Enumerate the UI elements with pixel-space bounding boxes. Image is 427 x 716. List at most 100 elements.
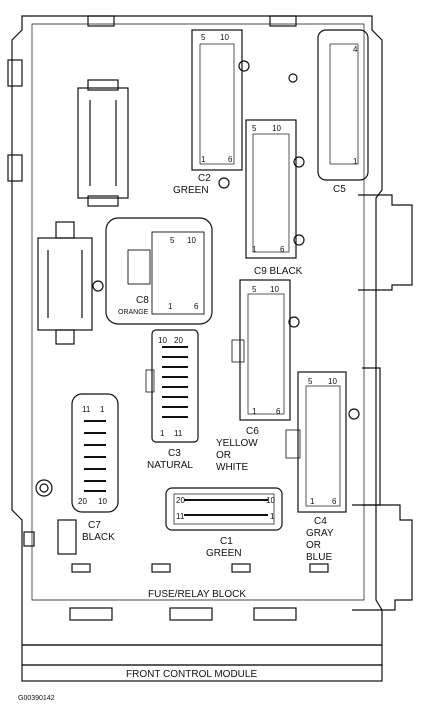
pin-rows <box>84 346 268 516</box>
slot <box>151 563 171 573</box>
relay-lower <box>37 237 93 331</box>
c2-color-label: GREEN <box>173 185 209 196</box>
c7-pin-label: 11 <box>82 405 91 414</box>
right-bracket <box>358 194 413 291</box>
c4-pin-label: 6 <box>332 497 337 506</box>
mount-hole <box>218 177 230 189</box>
c8-pin-label: 10 <box>187 236 196 245</box>
mount-hole <box>293 234 305 246</box>
c6-pin-label: 10 <box>270 285 279 294</box>
module-label: FRONT CONTROL MODULE <box>126 669 257 680</box>
mount-hole <box>293 156 305 168</box>
c1-label: C1 <box>220 536 233 547</box>
relay-lower-cap <box>55 221 75 239</box>
c4-pin-label: 5 <box>308 377 313 386</box>
connector-c4 <box>297 371 347 513</box>
c7-pin-label: 20 <box>78 497 87 506</box>
mount-hole <box>238 60 250 72</box>
c3-color-label: NATURAL <box>147 460 193 471</box>
connector-c3 <box>151 329 199 443</box>
side-tab-left <box>7 59 23 87</box>
c7-label: C7 <box>88 520 101 531</box>
c4-color-label: BLUE <box>306 552 332 563</box>
c2-pin-label: 6 <box>228 155 233 164</box>
connector-c2 <box>191 29 243 171</box>
mount-hole <box>348 408 360 420</box>
module-base <box>21 644 383 666</box>
slot <box>231 563 251 573</box>
c8-pin-label: 6 <box>194 302 199 311</box>
top-clip <box>87 15 115 27</box>
c7-color-label: BLACK <box>82 532 115 543</box>
c8-label: C8 <box>136 295 149 306</box>
c9-pin-label: 1 <box>252 245 257 254</box>
mount-hole <box>92 280 104 292</box>
top-clip <box>269 15 297 27</box>
connector-c1 <box>165 487 283 531</box>
c4-color-label: GRAY <box>306 528 334 539</box>
c9-pin-label: 6 <box>280 245 285 254</box>
c7-pin-label: 1 <box>100 405 105 414</box>
relay-upper-cap <box>87 79 119 91</box>
c1-pin-label: 11 <box>176 512 185 521</box>
c9-pin-label: 5 <box>252 124 257 133</box>
connector-c8 <box>105 217 213 325</box>
c5-pin-label: 4 <box>353 45 358 54</box>
bottom-clip <box>253 607 297 621</box>
c6-label: C6 <box>246 426 259 437</box>
c4-pin-label: 1 <box>310 497 315 506</box>
relay-upper-cap <box>87 195 119 207</box>
c2-pin-label: 1 <box>201 155 206 164</box>
c6-pin-label: 1 <box>252 407 257 416</box>
c3-pin-label: 20 <box>174 336 183 345</box>
side-tab-left <box>23 531 35 547</box>
c8-pin-label: 1 <box>168 302 173 311</box>
c7-pin-label: 10 <box>98 497 107 506</box>
right-bracket <box>352 504 413 611</box>
c6-color-label: OR <box>216 450 231 461</box>
c8-pin-label: 5 <box>170 236 175 245</box>
c2-pin-label: 10 <box>220 33 229 42</box>
connector-c9 <box>245 119 297 259</box>
c3-pin-label: 11 <box>174 429 183 438</box>
slot <box>71 563 91 573</box>
c6-color-label: WHITE <box>216 462 249 473</box>
c6-color-label: YELLOW <box>216 438 258 449</box>
mount-hole <box>288 316 300 328</box>
c4-label: C4 <box>314 516 327 527</box>
mount-hole <box>288 73 298 83</box>
c3-label: C3 <box>168 448 181 459</box>
c1-pin-label: 20 <box>176 496 185 505</box>
figure-code: G00390142 <box>18 695 55 702</box>
relay-lower-cap <box>55 329 75 345</box>
c5-label: C5 <box>333 184 346 195</box>
c9-pin-label: 10 <box>272 124 281 133</box>
c9-label: C9 BLACK <box>254 266 303 277</box>
bottom-clip <box>169 607 213 621</box>
c6-pin-label: 5 <box>252 285 257 294</box>
connector-c6 <box>239 279 291 421</box>
socket-small <box>57 519 77 555</box>
c6-pin-label: 6 <box>276 407 281 416</box>
c3-pin-label: 10 <box>158 336 167 345</box>
c1-pin-label: 1 <box>270 512 275 521</box>
slot <box>309 563 329 573</box>
connector-c7 <box>71 393 119 513</box>
c5-pin-label: 1 <box>353 157 358 166</box>
c8-color-label: ORANGE <box>118 309 149 316</box>
c2-pin-label: 5 <box>201 33 206 42</box>
c3-pin-label: 1 <box>160 429 165 438</box>
housing-inner <box>31 23 365 601</box>
connector-c5 <box>317 29 369 181</box>
side-tab-left <box>7 154 23 182</box>
c4-pin-label: 10 <box>328 377 337 386</box>
relay-upper <box>77 87 129 199</box>
block-label: FUSE/RELAY BLOCK <box>148 589 246 600</box>
c1-pin-label: 10 <box>266 496 275 505</box>
bottom-clip <box>69 607 113 621</box>
c2-label: C2 <box>198 173 211 184</box>
c1-color-label: GREEN <box>206 548 242 559</box>
c4-color-label: OR <box>306 540 321 551</box>
mount-hole <box>35 479 53 497</box>
